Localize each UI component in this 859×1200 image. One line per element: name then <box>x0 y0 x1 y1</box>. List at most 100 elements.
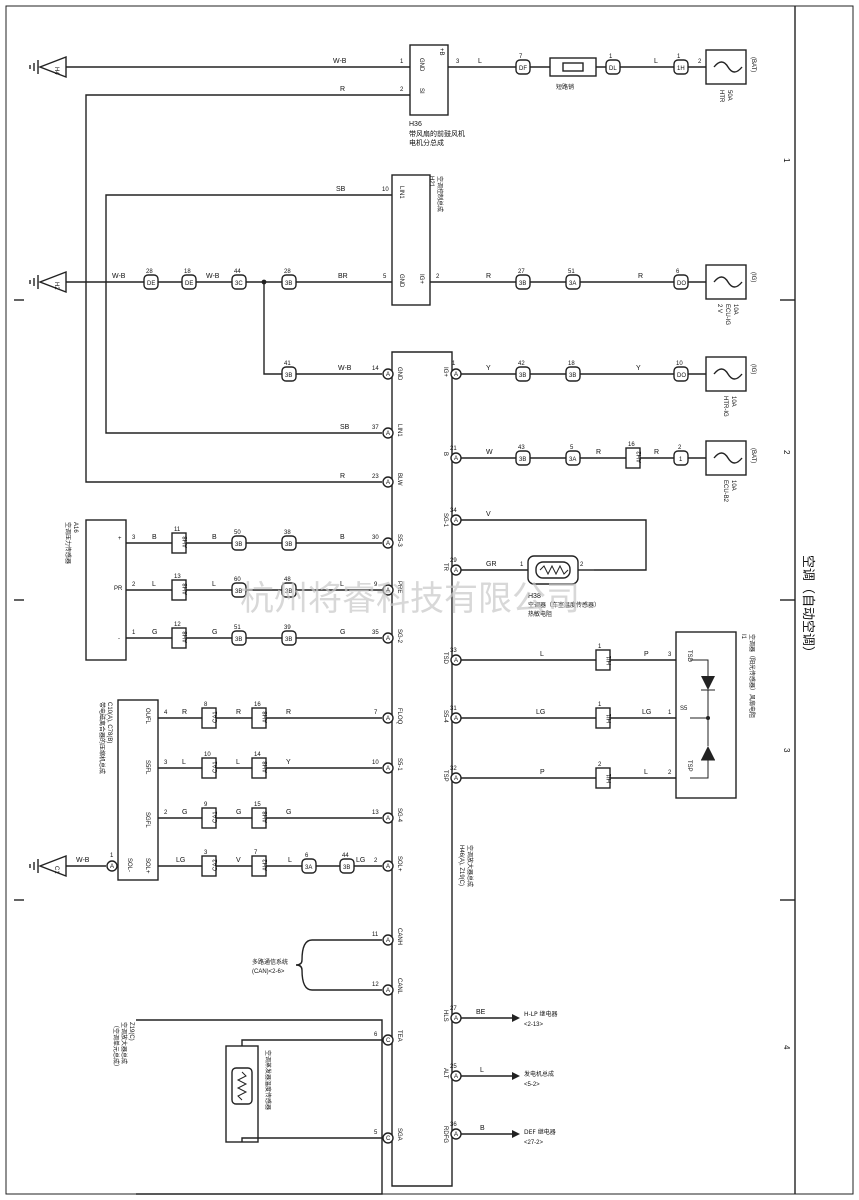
svg-text:50: 50 <box>234 530 241 536</box>
svg-text:(BAT): (BAT) <box>750 57 756 72</box>
svg-text:+: + <box>118 536 122 542</box>
svg-text:R: R <box>340 86 345 93</box>
svg-text:A: A <box>454 776 458 782</box>
svg-text:BR: BR <box>338 273 348 280</box>
svg-text:C: C <box>386 1038 391 1044</box>
svg-text:GND: GND <box>396 367 402 381</box>
svg-text:TSD: TSD <box>442 652 448 665</box>
svg-text:A: A <box>386 541 390 547</box>
svg-text:A: A <box>110 864 114 870</box>
ground-h2: H2 <box>29 270 67 294</box>
svg-text:W-B: W-B <box>206 273 220 280</box>
svg-text:31: 31 <box>450 706 457 712</box>
svg-text:1: 1 <box>110 853 114 859</box>
svg-text:3B: 3B <box>569 373 576 379</box>
svg-text:10: 10 <box>372 760 379 766</box>
page-frame <box>5 5 854 1195</box>
h36-blower-motor <box>409 44 449 116</box>
svg-text:TEA: TEA <box>396 1030 402 1042</box>
svg-text:2: 2 <box>400 87 404 93</box>
svg-text:2: 2 <box>436 274 440 280</box>
svg-text:CA1: CA1 <box>213 711 219 723</box>
svg-text:16: 16 <box>628 442 635 448</box>
svg-text:48: 48 <box>284 577 291 583</box>
svg-text:13: 13 <box>174 574 181 580</box>
svg-text:L: L <box>644 769 648 776</box>
svg-text:R: R <box>596 449 601 456</box>
svg-text:10: 10 <box>382 187 389 193</box>
svg-text:A: A <box>454 658 458 664</box>
svg-text:OUFL: OUFL <box>144 708 150 725</box>
svg-text:3B: 3B <box>235 589 242 595</box>
svg-text:A: A <box>386 588 390 594</box>
section-1: 1 <box>782 158 791 163</box>
svg-text:A: A <box>454 1016 458 1022</box>
svg-text:3B: 3B <box>285 542 292 548</box>
svg-text:1: 1 <box>452 361 456 367</box>
svg-text:2: 2 <box>374 858 378 864</box>
h21-ac-control <box>391 174 431 306</box>
svg-text:B: B <box>152 534 157 541</box>
svg-text:39: 39 <box>284 625 291 631</box>
svg-text:14: 14 <box>372 366 379 372</box>
svg-text:SB: SB <box>340 424 350 431</box>
svg-text:H21: H21 <box>428 176 434 188</box>
svg-text:ALT: ALT <box>442 1068 448 1079</box>
conn-3a5: 3A5 <box>565 445 581 466</box>
svg-text:<27-2>: <27-2> <box>524 1140 544 1146</box>
svg-text:5: 5 <box>374 1130 378 1136</box>
section-3: 3 <box>782 748 791 753</box>
svg-text:CA2: CA2 <box>213 859 219 871</box>
svg-text:SGFL: SGFL <box>144 812 150 828</box>
svg-text:PR: PR <box>114 586 123 592</box>
svg-text:3B: 3B <box>519 457 526 463</box>
svg-text:2: 2 <box>668 770 672 776</box>
svg-text:A: A <box>454 518 458 524</box>
svg-text:Z19(C): Z19(C) <box>128 1022 134 1041</box>
svg-text:L: L <box>236 759 240 766</box>
svg-text:A: A <box>386 636 390 642</box>
section-4: 4 <box>782 1045 791 1050</box>
svg-text:AH8: AH8 <box>183 536 189 548</box>
svg-text:15: 15 <box>254 802 261 808</box>
svg-text:12: 12 <box>174 622 181 628</box>
svg-text:44: 44 <box>234 269 241 275</box>
svg-text:CA1: CA1 <box>213 811 219 823</box>
svg-text:Y: Y <box>486 365 491 372</box>
svg-text:W-B: W-B <box>338 365 352 372</box>
svg-text:18: 18 <box>568 361 575 367</box>
svg-text:28: 28 <box>284 269 291 275</box>
svg-text:1: 1 <box>679 457 683 463</box>
svg-text:短路销: 短路销 <box>556 83 574 91</box>
svg-text:G: G <box>182 809 187 816</box>
svg-text:1: 1 <box>598 644 602 650</box>
svg-text:R: R <box>236 709 241 716</box>
svg-text:L: L <box>340 581 344 588</box>
svg-text:3A: 3A <box>569 281 576 287</box>
svg-text:空调放大器总成: 空调放大器总成 <box>466 845 474 887</box>
svg-text:多路通信系统: 多路通信系统 <box>252 958 288 966</box>
svg-text:C1: C1 <box>53 866 59 874</box>
svg-text:3B: 3B <box>235 637 242 643</box>
svg-text:HI1: HI1 <box>607 773 613 783</box>
svg-text:AH2: AH2 <box>263 859 269 871</box>
svg-text:SI: SI <box>418 88 424 94</box>
svg-text:3B: 3B <box>519 373 526 379</box>
svg-text:A: A <box>454 372 458 378</box>
svg-text:AH8: AH8 <box>263 761 269 773</box>
svg-text:A: A <box>386 864 390 870</box>
svg-text:7: 7 <box>374 710 378 716</box>
svg-text:L: L <box>152 581 156 588</box>
svg-text:G: G <box>286 809 291 816</box>
svg-text:11: 11 <box>372 932 379 938</box>
